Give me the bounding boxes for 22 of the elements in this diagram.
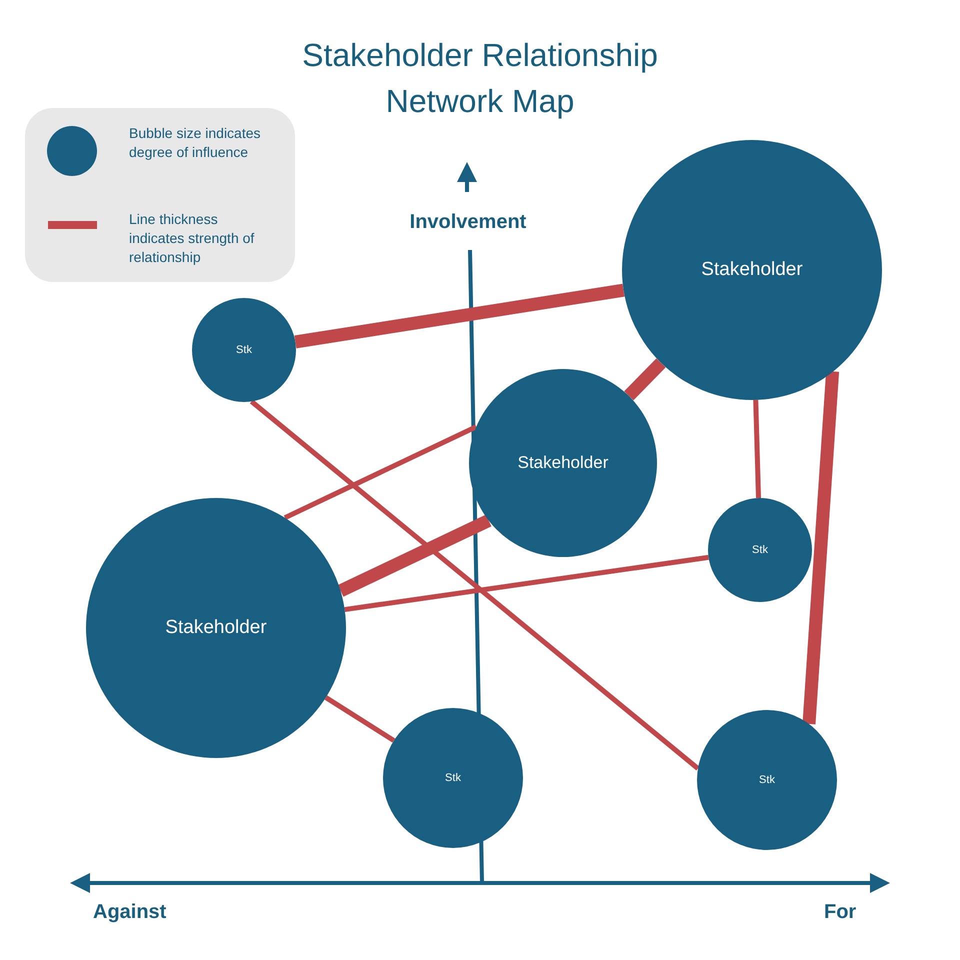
- stakeholder-bubble: Stakeholder: [469, 369, 657, 557]
- stakeholder-bubble: Stk: [192, 298, 296, 402]
- relationship-line: [324, 695, 396, 743]
- relationship-line: [802, 370, 840, 724]
- relationship-line: [753, 400, 762, 498]
- legend-text: Line thickness indicates strength of relationship: [129, 210, 256, 267]
- stakeholder-bubble: Stakeholder: [622, 140, 882, 400]
- axis-label: Involvement: [408, 210, 528, 235]
- relationship-line: [284, 424, 478, 520]
- stakeholder-bubble: Stk: [697, 710, 837, 850]
- axis-label: For: [824, 900, 856, 925]
- relationship-line: [338, 514, 492, 597]
- relationship-line: [344, 554, 709, 612]
- relationship-line: [250, 400, 700, 770]
- stakeholder-bubble: Stk: [383, 708, 523, 848]
- relationship-line: [294, 284, 625, 348]
- stakeholder-bubble: Stakeholder: [86, 498, 346, 758]
- axis-label: Against: [93, 900, 166, 925]
- relationship-line: [624, 358, 666, 400]
- legend-text: Bubble size indicates degree of influence: [129, 124, 262, 162]
- title: Stakeholder Relationship Network Map: [301, 36, 659, 121]
- stakeholder-bubble: Stk: [708, 498, 812, 602]
